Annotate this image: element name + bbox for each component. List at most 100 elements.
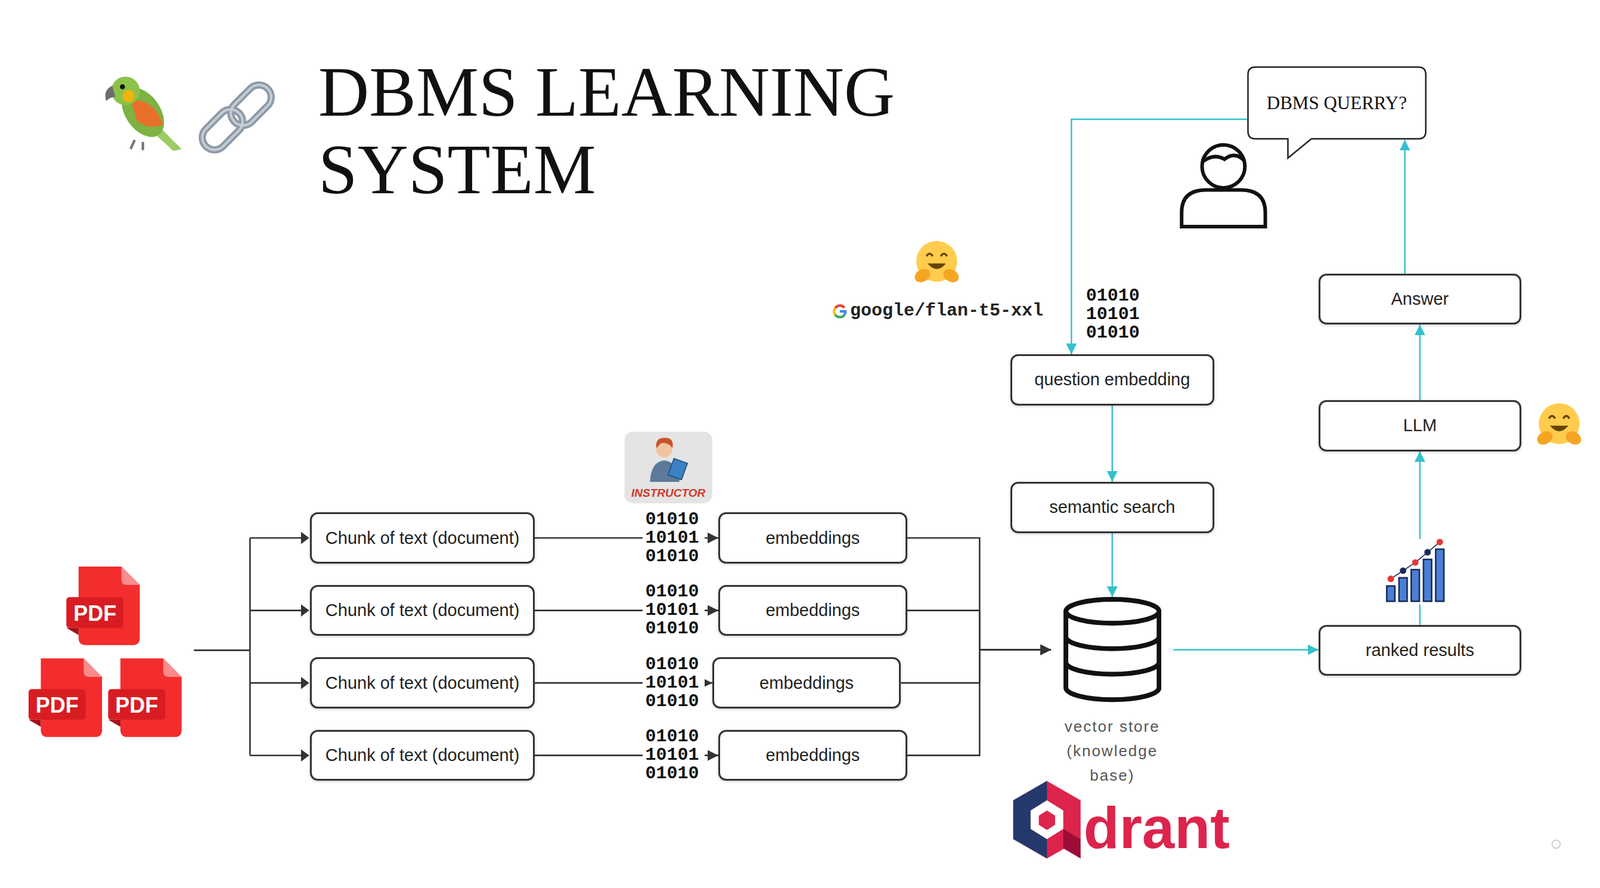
flow-connector — [1403, 139, 1406, 274]
split-lines — [193, 537, 303, 756]
chart-dot — [1436, 538, 1444, 545]
google-logo — [833, 305, 846, 317]
chart-dot — [1399, 566, 1407, 574]
cylinder-band — [1065, 662, 1159, 675]
node-text: Answer — [1391, 289, 1450, 309]
process-box: LLM — [1318, 400, 1522, 452]
node-text: semantic search — [1049, 497, 1175, 517]
split-arrowheads — [301, 531, 310, 762]
cylinder-band — [1065, 636, 1159, 649]
chain-shine — [225, 79, 277, 131]
hugging-face-icon — [1535, 402, 1584, 448]
chart-dot — [1412, 559, 1419, 566]
arrowhead — [301, 676, 310, 690]
node-text: vector store (knowledge base) — [1055, 714, 1170, 788]
chart-bar — [1423, 559, 1432, 601]
parrot-eye — [119, 84, 126, 90]
bubble-shape — [1247, 67, 1426, 159]
split-wire — [193, 649, 250, 651]
file-type: PDF — [107, 692, 166, 718]
icon-ground — [1379, 538, 1457, 605]
parrot-wing — [130, 100, 164, 127]
chain-shine — [197, 104, 248, 155]
binary-glyph: 01010 10101 01010 — [1083, 286, 1146, 343]
pdf-icon — [66, 566, 140, 646]
process-box: embeddings — [718, 584, 908, 637]
pdf-icon — [107, 658, 182, 737]
node-text: ranked results — [1365, 640, 1475, 660]
chart-bar — [1386, 585, 1395, 602]
chain-link — [197, 104, 248, 155]
binary-glyph: 01010 10101 01010 — [642, 582, 705, 638]
node-text: Chunk of text (document) — [325, 673, 520, 693]
node-text: Chunk of text (document) — [325, 745, 520, 765]
process-box: ranked results — [1318, 624, 1522, 677]
chart-bar — [1411, 569, 1420, 601]
process-box: Chunk of text (document) — [309, 584, 535, 637]
logo-wordmark: drant — [1083, 798, 1230, 857]
arrowhead — [301, 603, 310, 617]
chart-bar — [1399, 577, 1408, 601]
process-box: embeddings — [718, 729, 908, 781]
binary-glyph: 01010 10101 01010 — [642, 655, 705, 711]
logo-hexagon — [1013, 780, 1081, 858]
flow-connector — [907, 537, 1051, 650]
split-wire — [249, 537, 303, 539]
parrot-icon — [105, 76, 182, 151]
ranking-chart-icon — [1379, 538, 1457, 604]
flow-connector — [1071, 119, 1247, 355]
badge-clipboard — [668, 458, 688, 480]
chart-dot — [1387, 575, 1395, 582]
instructor-badge — [624, 431, 713, 504]
node-text: DBMS QUERRY? — [1266, 92, 1407, 114]
hugging-face-icon — [912, 240, 961, 285]
node-text: embeddings — [765, 528, 860, 548]
qdrant-logo — [1013, 780, 1081, 858]
user-shoulders — [1181, 189, 1265, 227]
arrowhead — [301, 531, 310, 545]
process-box: question embedding — [1010, 354, 1215, 406]
process-box: embeddings — [712, 656, 902, 709]
file-type: PDF — [66, 600, 124, 626]
node-text: embeddings — [765, 600, 860, 620]
node-text: LLM — [1403, 415, 1437, 436]
badge-caption: INSTRUCTOR — [624, 486, 713, 501]
node-text: question embedding — [1034, 369, 1190, 390]
user-head — [1201, 144, 1245, 188]
process-box: Chunk of text (document) — [309, 729, 535, 781]
process-box: Answer — [1318, 273, 1522, 325]
process-box: semantic search — [1010, 481, 1215, 533]
pdf-icon — [28, 658, 102, 737]
split-wire — [249, 609, 303, 612]
node-text: embeddings — [765, 745, 860, 765]
flow-connector — [907, 649, 1051, 756]
logo-tail — [1063, 828, 1081, 859]
logo-cube — [1039, 810, 1056, 830]
logo-arc — [835, 314, 845, 318]
process-box: embeddings — [718, 512, 908, 564]
node-text: Chunk of text (document) — [325, 528, 520, 548]
corner-mark — [1552, 839, 1561, 849]
process-box: Chunk of text (document) — [309, 656, 535, 709]
user-icon — [1181, 144, 1265, 227]
split-wire — [249, 681, 303, 684]
user-hair — [1202, 155, 1244, 162]
node-text: Chunk of text (document) — [325, 600, 520, 620]
binary-glyph: 01010 10101 01010 — [642, 727, 705, 783]
logo-arc — [833, 308, 836, 315]
parrot-beak — [105, 85, 116, 102]
chain-link — [225, 79, 277, 131]
chart-dot — [1424, 549, 1431, 556]
flow-connector — [1173, 648, 1319, 650]
flow-connector — [1419, 324, 1421, 400]
model-name: google/flan-t5-xxl — [850, 299, 1044, 322]
chart-bar — [1435, 549, 1444, 601]
flow-connector — [1111, 405, 1113, 482]
split-wire — [249, 537, 251, 756]
file-type: PDF — [28, 692, 86, 718]
process-box: Chunk of text (document) — [309, 512, 535, 564]
split-wire — [249, 754, 303, 756]
node-text: embeddings — [759, 673, 854, 693]
flow-connector — [900, 649, 1051, 684]
